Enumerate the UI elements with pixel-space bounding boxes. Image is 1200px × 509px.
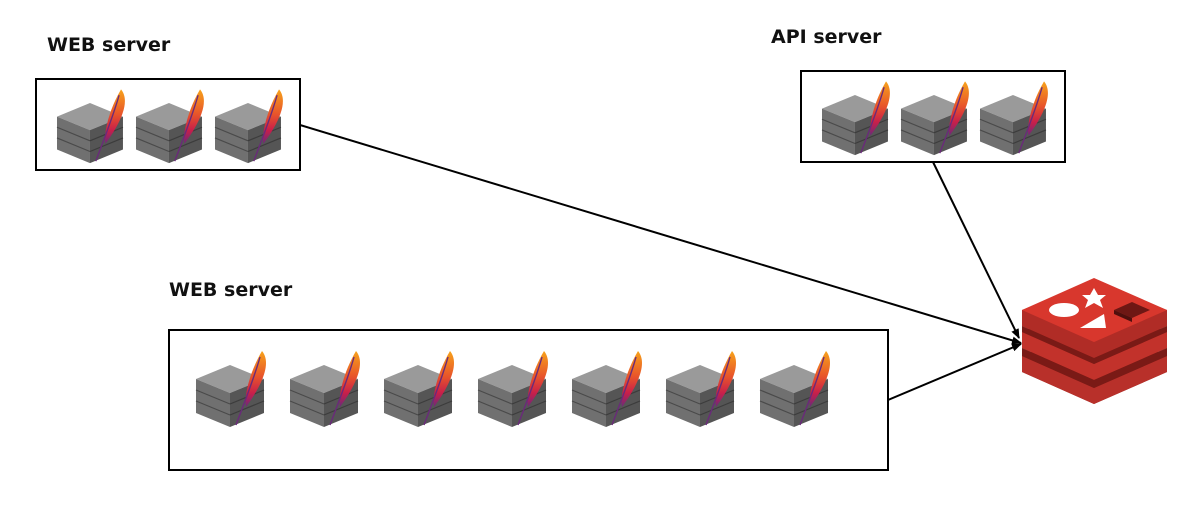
server-rack-icon — [979, 81, 1048, 156]
server-rack-icon — [759, 351, 831, 427]
server-rack-icon — [821, 81, 890, 156]
server-rack-icon — [214, 89, 283, 164]
server-rack-icon — [135, 89, 204, 164]
connection-web-bottom-to-redis — [887, 343, 1022, 401]
api-server-icons — [821, 81, 1048, 156]
api-server-label: API server — [771, 26, 882, 48]
apache-feather-icon — [253, 89, 283, 162]
apache-feather-icon — [95, 89, 125, 162]
apache-feather-icon — [423, 351, 455, 426]
apache-feather-icon — [799, 351, 831, 426]
server-rack-icon — [571, 351, 643, 427]
connection-web-top-to-redis — [299, 124, 1022, 345]
apache-feather-icon — [611, 351, 643, 426]
api-server-box — [800, 70, 1066, 163]
apache-feather-icon — [705, 351, 737, 426]
server-rack-icon — [665, 351, 737, 427]
apache-feather-icon — [1018, 81, 1048, 154]
web-server-top-box — [35, 78, 301, 171]
apache-feather-icon — [517, 351, 549, 426]
server-rack-icon — [477, 351, 549, 427]
server-rack-icon — [56, 89, 125, 164]
redis-logo-icon — [1022, 278, 1167, 404]
redis-star-symbol — [1082, 288, 1106, 308]
web-server-top-label: WEB server — [47, 34, 171, 56]
redis-circle-symbol — [1049, 303, 1079, 317]
connection-api-to-redis — [932, 161, 1020, 339]
apache-feather-icon — [174, 89, 204, 162]
web-server-top-icons — [56, 89, 283, 164]
apache-feather-icon — [860, 81, 890, 154]
server-rack-icon — [383, 351, 455, 427]
connections — [299, 124, 1022, 401]
server-rack-icon — [900, 81, 969, 156]
server-rack-icon — [195, 351, 267, 427]
redis-triangle-symbol — [1080, 314, 1106, 328]
web-server-bottom-icons — [195, 351, 831, 427]
apache-feather-icon — [939, 81, 969, 154]
apache-feather-icon — [329, 351, 361, 426]
web-server-bottom-label: WEB server — [169, 279, 293, 301]
server-rack-icon — [289, 351, 361, 427]
web-server-bottom-box — [168, 329, 889, 471]
apache-feather-icon — [235, 351, 267, 426]
